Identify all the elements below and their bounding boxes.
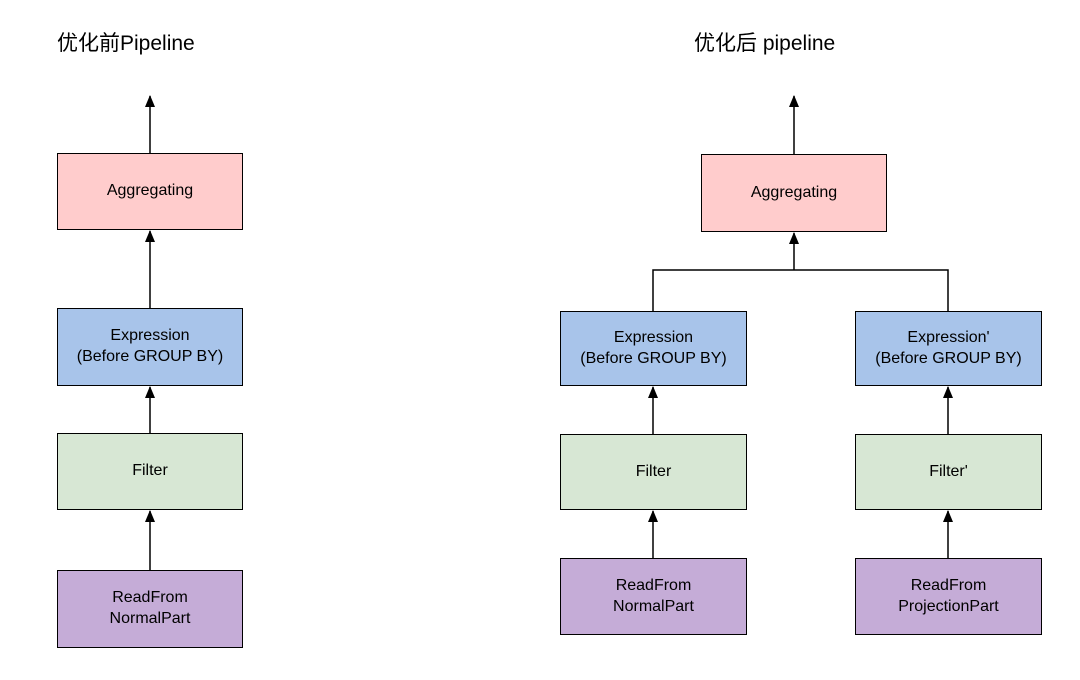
node-before-read-normalpart: ReadFrom NormalPart — [57, 570, 243, 648]
node-after-expression-projection: Expression' (Before GROUP BY) — [855, 311, 1042, 386]
node-after-read-projectionpart: ReadFrom ProjectionPart — [855, 558, 1042, 635]
node-after-filter-projection: Filter' — [855, 434, 1042, 510]
node-after-read-normalpart: ReadFrom NormalPart — [560, 558, 747, 635]
edge-after-merge-connector — [652, 269, 949, 311]
pipeline-after-title: 优化后 pipeline — [694, 32, 836, 55]
node-before-filter: Filter — [57, 433, 243, 510]
node-before-aggregating: Aggregating — [57, 153, 243, 230]
node-before-expression: Expression (Before GROUP BY) — [57, 308, 243, 386]
node-after-expression-normal: Expression (Before GROUP BY) — [560, 311, 747, 386]
pipeline-before-title: 优化前Pipeline — [57, 32, 195, 55]
node-after-filter-normal: Filter — [560, 434, 747, 510]
node-after-aggregating: Aggregating — [701, 154, 887, 232]
